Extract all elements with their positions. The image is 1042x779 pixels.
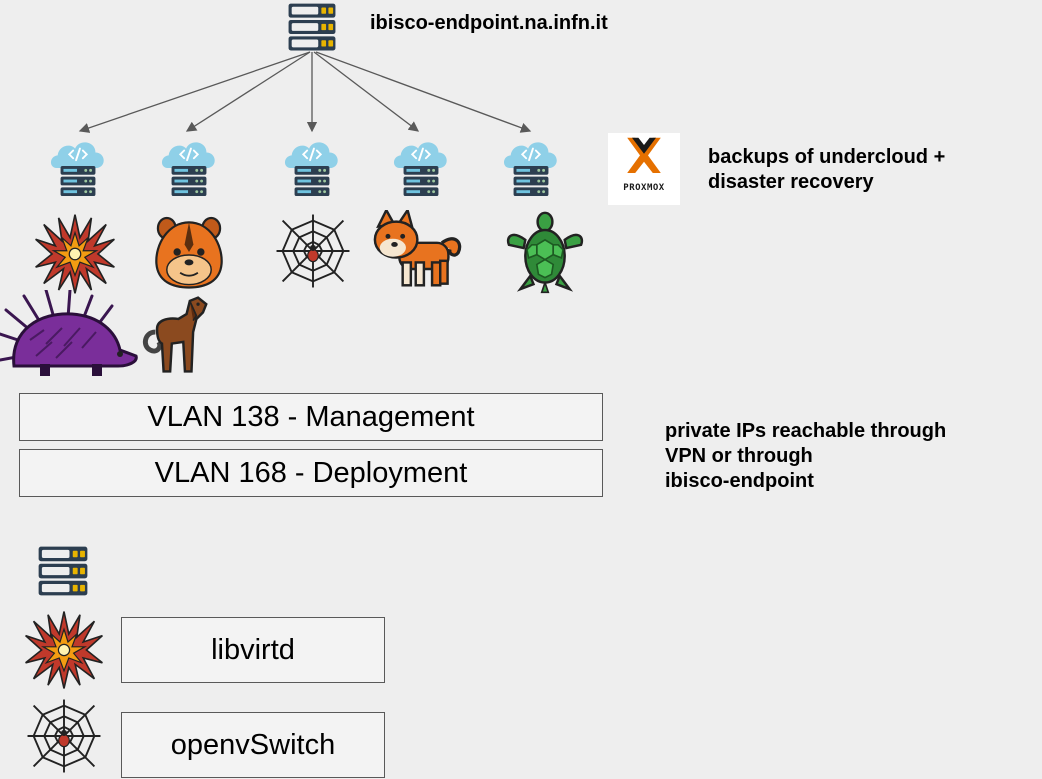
proxmox-logo: PROXMOX bbox=[608, 133, 680, 205]
arrow-to-node-2 bbox=[185, 51, 311, 132]
shiba-dog-icon bbox=[370, 210, 468, 292]
spiderweb-icon bbox=[26, 696, 102, 776]
arrow-to-node-5 bbox=[315, 51, 532, 133]
arrow-to-node-1 bbox=[78, 51, 311, 133]
turtle-icon bbox=[504, 210, 586, 296]
proxmox-x-icon bbox=[610, 133, 678, 189]
legend-label-openvswitch: openvSwitch bbox=[121, 712, 385, 778]
server-rack-icon bbox=[282, 2, 342, 52]
chipmunk-icon bbox=[152, 213, 226, 291]
horse-icon bbox=[136, 296, 224, 378]
cloud-server-icon bbox=[390, 135, 452, 197]
proxmox-description-line-1: backups of undercloud + bbox=[708, 146, 946, 168]
network-note-line-3: ibisco-endpoint bbox=[665, 470, 814, 492]
cloud-server-icon bbox=[500, 135, 562, 197]
cloud-server-icon bbox=[281, 135, 343, 197]
cloud-server-icon bbox=[47, 135, 109, 197]
starburst-icon bbox=[34, 213, 116, 295]
proxmox-logo-text: PROXMOX bbox=[623, 183, 665, 193]
porcupine-icon bbox=[0, 290, 140, 380]
cloud-server-icon bbox=[158, 135, 220, 197]
proxmox-description-line-2: disaster recovery bbox=[708, 171, 874, 193]
network-note-line-1: private IPs reachable through bbox=[665, 420, 947, 442]
starburst-icon bbox=[24, 610, 104, 690]
arrow-to-node-4 bbox=[313, 51, 420, 132]
spiderweb-icon bbox=[275, 210, 351, 292]
vlan-management-box: VLAN 138 - Management bbox=[19, 393, 603, 441]
legend-label-libvirtd: libvirtd bbox=[121, 617, 385, 683]
network-note-line-2: VPN or through bbox=[665, 445, 813, 467]
vlan-deployment-box: VLAN 168 - Deployment bbox=[19, 449, 603, 497]
endpoint-hostname: ibisco-endpoint.na.infn.it bbox=[370, 12, 608, 34]
server-rack-icon bbox=[30, 545, 96, 597]
